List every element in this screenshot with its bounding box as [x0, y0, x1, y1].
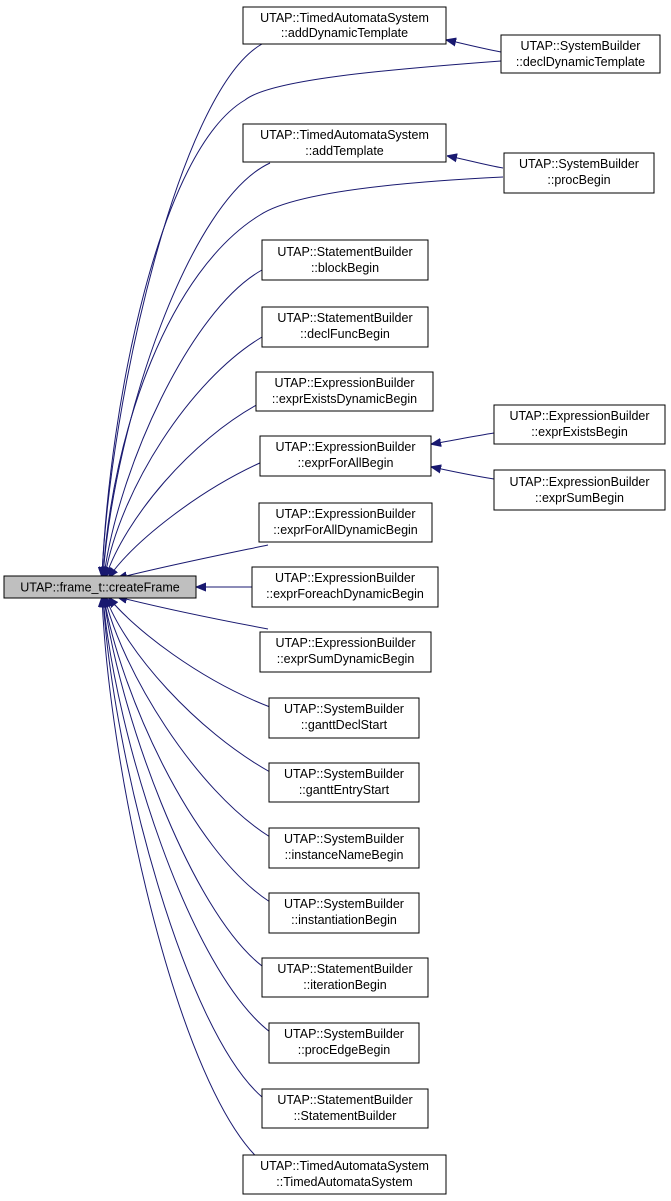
node-createFrame[interactable]: UTAP::frame_t::createFrame	[3, 575, 197, 599]
edge-declDynamicTemplate-to-createFrame	[102, 60, 502, 576]
node-TimedAutomataSystem-class: UTAP::TimedAutomataSystem	[260, 1159, 429, 1173]
edges	[102, 40, 504, 1163]
node-ganttDeclStart-method: ::ganttDeclStart	[301, 718, 388, 732]
node-exprExistsDynamicBegin-class: UTAP::ExpressionBuilder	[274, 376, 414, 390]
node-declDynamicTemplate-method: ::declDynamicTemplate	[516, 55, 645, 69]
edge-exprForAllDynamicBegin-to-createFrame	[118, 544, 269, 578]
edge-instanceNameBegin-to-createFrame	[105, 598, 271, 838]
edge-ganttEntryStart-to-createFrame	[106, 598, 271, 773]
edge-procEdgeBegin-to-createFrame	[103, 598, 271, 1033]
node-blockBegin[interactable]: UTAP::StatementBuilder ::blockBegin	[261, 239, 429, 281]
node-StatementBuilder-method: ::StatementBuilder	[294, 1109, 397, 1123]
edge-StatementBuilder-to-createFrame	[103, 598, 263, 1098]
node-addDynamicTemplate-class: UTAP::TimedAutomataSystem	[260, 11, 429, 25]
node-iterationBegin[interactable]: UTAP::StatementBuilder ::iterationBegin	[261, 957, 429, 998]
node-StatementBuilder-class: UTAP::StatementBuilder	[277, 1093, 412, 1107]
node-addTemplate-class: UTAP::TimedAutomataSystem	[260, 128, 429, 142]
node-declDynamicTemplate-class: UTAP::SystemBuilder	[521, 39, 641, 53]
edge-exprSumBegin-to-exprForAllBegin	[432, 467, 495, 480]
node-exprSumBegin-method: ::exprSumBegin	[535, 491, 624, 505]
node-exprSumBegin[interactable]: UTAP::ExpressionBuilder ::exprSumBegin	[493, 469, 666, 511]
edge-exprSumDynamicBegin-to-createFrame	[118, 597, 269, 630]
node-exprForAllDynamicBegin-class: UTAP::ExpressionBuilder	[275, 507, 415, 521]
node-exprForeachDynamicBegin-class: UTAP::ExpressionBuilder	[275, 571, 415, 585]
edge-ganttDeclStart-to-createFrame	[109, 598, 271, 708]
node-instanceNameBegin[interactable]: UTAP::SystemBuilder ::instanceNameBegin	[268, 827, 420, 869]
node-declFuncBegin-class: UTAP::StatementBuilder	[277, 311, 412, 325]
edge-iterationBegin-to-createFrame	[104, 598, 263, 967]
edge-blockBegin-to-createFrame	[104, 269, 263, 576]
node-procBegin-class: UTAP::SystemBuilder	[519, 157, 639, 171]
node-instanceNameBegin-class: UTAP::SystemBuilder	[284, 832, 404, 846]
node-procEdgeBegin-method: ::procEdgeBegin	[298, 1043, 390, 1057]
node-iterationBegin-class: UTAP::StatementBuilder	[277, 962, 412, 976]
node-addDynamicTemplate[interactable]: UTAP::TimedAutomataSystem ::addDynamicTe…	[242, 6, 447, 45]
node-procEdgeBegin[interactable]: UTAP::SystemBuilder ::procEdgeBegin	[268, 1022, 420, 1064]
node-ganttDeclStart-class: UTAP::SystemBuilder	[284, 702, 404, 716]
edge-exprForAllBegin-to-createFrame	[109, 461, 263, 577]
edge-exprExistsDynamicBegin-to-createFrame	[106, 401, 263, 576]
edge-addDynamicTemplate-to-createFrame	[102, 43, 263, 576]
node-iterationBegin-method: ::iterationBegin	[303, 978, 386, 992]
node-addTemplate-method: ::addTemplate	[305, 144, 384, 158]
edge-procBegin-to-addTemplate	[448, 156, 504, 169]
node-exprSumBegin-class: UTAP::ExpressionBuilder	[509, 475, 649, 489]
node-exprExistsBegin-class: UTAP::ExpressionBuilder	[509, 409, 649, 423]
edge-declFuncBegin-to-createFrame	[105, 336, 263, 576]
edge-TimedAutomataSystem-to-createFrame	[102, 598, 263, 1163]
node-createFrame-label: UTAP::frame_t::createFrame	[20, 581, 180, 595]
node-procEdgeBegin-class: UTAP::SystemBuilder	[284, 1027, 404, 1041]
node-exprSumDynamicBegin[interactable]: UTAP::ExpressionBuilder ::exprSumDynamic…	[259, 631, 432, 673]
node-exprForAllBegin-class: UTAP::ExpressionBuilder	[275, 440, 415, 454]
node-exprForeachDynamicBegin-method: ::exprForeachDynamicBegin	[266, 587, 424, 601]
node-exprExistsBegin-method: ::exprExistsBegin	[531, 425, 628, 439]
node-declFuncBegin-method: ::declFuncBegin	[300, 327, 390, 341]
node-declDynamicTemplate[interactable]: UTAP::SystemBuilder ::declDynamicTemplat…	[500, 34, 661, 74]
node-declFuncBegin[interactable]: UTAP::StatementBuilder ::declFuncBegin	[261, 306, 429, 348]
edge-procBegin-to-createFrame	[103, 176, 504, 576]
node-exprForeachDynamicBegin[interactable]: UTAP::ExpressionBuilder ::exprForeachDyn…	[251, 566, 439, 608]
node-blockBegin-method: ::blockBegin	[311, 261, 379, 275]
node-TimedAutomataSystem-method: ::TimedAutomataSystem	[276, 1175, 412, 1189]
node-blockBegin-class: UTAP::StatementBuilder	[277, 245, 412, 259]
node-exprExistsDynamicBegin[interactable]: UTAP::ExpressionBuilder ::exprExistsDyna…	[255, 371, 434, 412]
node-instantiationBegin-class: UTAP::SystemBuilder	[284, 897, 404, 911]
node-addTemplate[interactable]: UTAP::TimedAutomataSystem ::addTemplate	[242, 123, 447, 163]
node-ganttEntryStart[interactable]: UTAP::SystemBuilder ::ganttEntryStart	[268, 762, 420, 803]
edge-instantiationBegin-to-createFrame	[104, 598, 271, 903]
node-addDynamicTemplate-method: ::addDynamicTemplate	[281, 26, 408, 40]
node-exprForAllDynamicBegin-method: ::exprForAllDynamicBegin	[273, 523, 418, 537]
node-instantiationBegin[interactable]: UTAP::SystemBuilder ::instantiationBegin	[268, 892, 420, 934]
node-instantiationBegin-method: ::instantiationBegin	[291, 913, 397, 927]
node-exprExistsDynamicBegin-method: ::exprExistsDynamicBegin	[272, 392, 417, 406]
node-exprForAllBegin-method: ::exprForAllBegin	[298, 456, 394, 470]
node-TimedAutomataSystem[interactable]: UTAP::TimedAutomataSystem ::TimedAutomat…	[242, 1154, 447, 1195]
node-exprForAllDynamicBegin[interactable]: UTAP::ExpressionBuilder ::exprForAllDyna…	[258, 502, 433, 543]
node-StatementBuilder[interactable]: UTAP::StatementBuilder ::StatementBuilde…	[261, 1088, 429, 1129]
edge-exprExistsBegin-to-exprForAllBegin	[432, 432, 495, 444]
node-exprExistsBegin[interactable]: UTAP::ExpressionBuilder ::exprExistsBegi…	[493, 404, 666, 445]
node-ganttEntryStart-class: UTAP::SystemBuilder	[284, 767, 404, 781]
edge-declDynamicTemplate-to-addDynamicTemplate	[447, 40, 502, 53]
node-ganttDeclStart[interactable]: UTAP::SystemBuilder ::ganttDeclStart	[268, 697, 420, 739]
node-exprSumDynamicBegin-class: UTAP::ExpressionBuilder	[275, 636, 415, 650]
node-exprSumDynamicBegin-method: ::exprSumDynamicBegin	[277, 652, 415, 666]
node-procBegin[interactable]: UTAP::SystemBuilder ::procBegin	[503, 152, 655, 194]
node-instanceNameBegin-method: ::instanceNameBegin	[285, 848, 404, 862]
node-procBegin-method: ::procBegin	[547, 173, 610, 187]
node-ganttEntryStart-method: ::ganttEntryStart	[299, 783, 390, 797]
node-exprForAllBegin[interactable]: UTAP::ExpressionBuilder ::exprForAllBegi…	[259, 435, 432, 477]
edge-addTemplate-to-createFrame	[103, 162, 271, 576]
